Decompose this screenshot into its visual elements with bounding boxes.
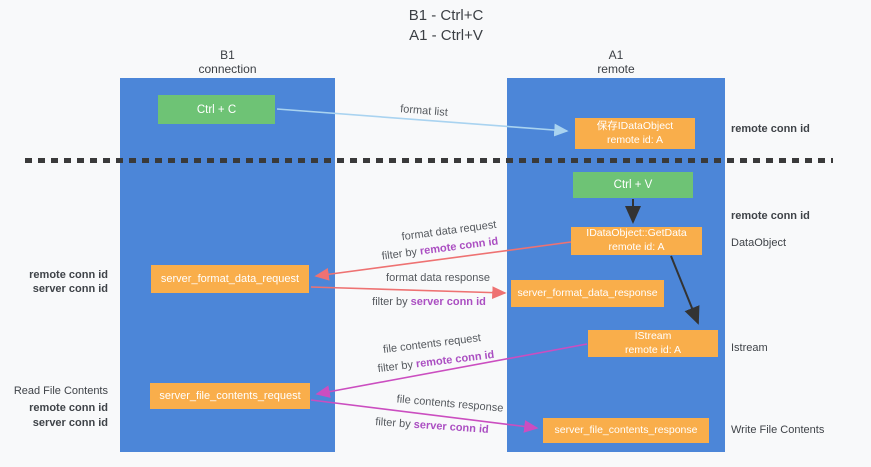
diagram-title-line1: B1 - Ctrl+C <box>408 7 484 24</box>
lane-b1-subtitle: connection <box>198 62 257 76</box>
lane-a1-subtitle: remote <box>597 62 635 76</box>
ctrl-c-box: Ctrl + C <box>158 95 275 124</box>
server-format-data-request-box: server_format_data_request <box>151 265 309 293</box>
format-data-response-filter-label: filter by server conn id <box>372 296 486 308</box>
remote-conn-id-key: remote conn id <box>415 348 495 371</box>
server-conn-id-key: server conn id <box>410 296 486 308</box>
arrow-format-data-response <box>310 286 507 300</box>
server-format-data-response-box: server_format_data_response <box>511 280 664 307</box>
format-data-response-label: format data response <box>386 272 490 284</box>
save-dataobject-box: 保存IDataObject remote id: A <box>575 118 695 149</box>
istream-box: IStream remote id: A <box>588 330 718 357</box>
server-format-data-response-label: server_format_data_response <box>517 286 658 299</box>
write-file-contents-label: Write File Contents <box>731 424 825 436</box>
format-list-label: format list <box>399 103 449 119</box>
file-contents-response-filter-label: filter by server conn id <box>375 416 489 436</box>
filter-by-text: filter by <box>374 416 415 431</box>
lane-a1-name: A1 <box>608 48 624 62</box>
istream-side-label: Istream <box>731 342 768 354</box>
istream-line2: remote id: A <box>624 343 682 356</box>
getdata-line1: IDataObject::GetData <box>586 227 687 240</box>
dashed-separator <box>25 158 833 163</box>
filter-by-text: filter by <box>377 358 417 376</box>
ctrl-v-box: Ctrl + V <box>573 172 693 198</box>
server-format-data-request-label: server_format_data_request <box>160 272 300 285</box>
server-file-contents-request-box: server_file_contents_request <box>150 383 310 409</box>
ctrl-v-label: Ctrl + V <box>613 179 653 191</box>
lane-header-a1: A1 remote <box>507 48 725 76</box>
left-server-conn-id-top-label: server conn id <box>32 283 108 295</box>
server-file-contents-response-label: server_file_contents_response <box>554 423 698 436</box>
left-server-conn-id-bottom-label: server conn id <box>32 417 108 429</box>
filter-by-text: filter by <box>372 296 411 308</box>
right-remote-conn-id-mid-label: remote conn id <box>731 210 810 222</box>
getdata-box: IDataObject::GetData remote id: A <box>571 227 702 255</box>
server-conn-id-key: server conn id <box>413 418 490 436</box>
format-data-request-filter-label: filter by remote conn id <box>381 235 499 262</box>
lane-header-b1: B1 connection <box>120 48 335 76</box>
diagram-title: B1 - Ctrl+C A1 - Ctrl+V <box>409 6 484 46</box>
left-remote-conn-id-bottom-label: remote conn id <box>29 402 108 414</box>
istream-line1: IStream <box>634 329 672 342</box>
filter-by-text: filter by <box>381 245 421 263</box>
getdata-line2: remote id: A <box>608 241 665 253</box>
diagram-title-line2: A1 - Ctrl+V <box>409 27 483 44</box>
dataobject-label: DataObject <box>731 237 787 249</box>
server-file-contents-request-label: server_file_contents_request <box>159 389 301 402</box>
left-remote-conn-id-top-label: remote conn id <box>29 269 108 281</box>
right-remote-conn-id-top-label: remote conn id <box>731 123 810 135</box>
read-file-contents-label: Read File Contents <box>13 385 108 397</box>
save-dataobject-line1: 保存IDataObject <box>596 119 674 132</box>
ctrl-c-label: Ctrl + C <box>196 103 237 116</box>
lane-b1-name: B1 <box>220 48 235 62</box>
server-file-contents-response-box: server_file_contents_response <box>543 418 709 443</box>
save-dataobject-line2: remote id: A <box>606 133 664 146</box>
file-contents-response-label: file contents response <box>396 393 504 415</box>
